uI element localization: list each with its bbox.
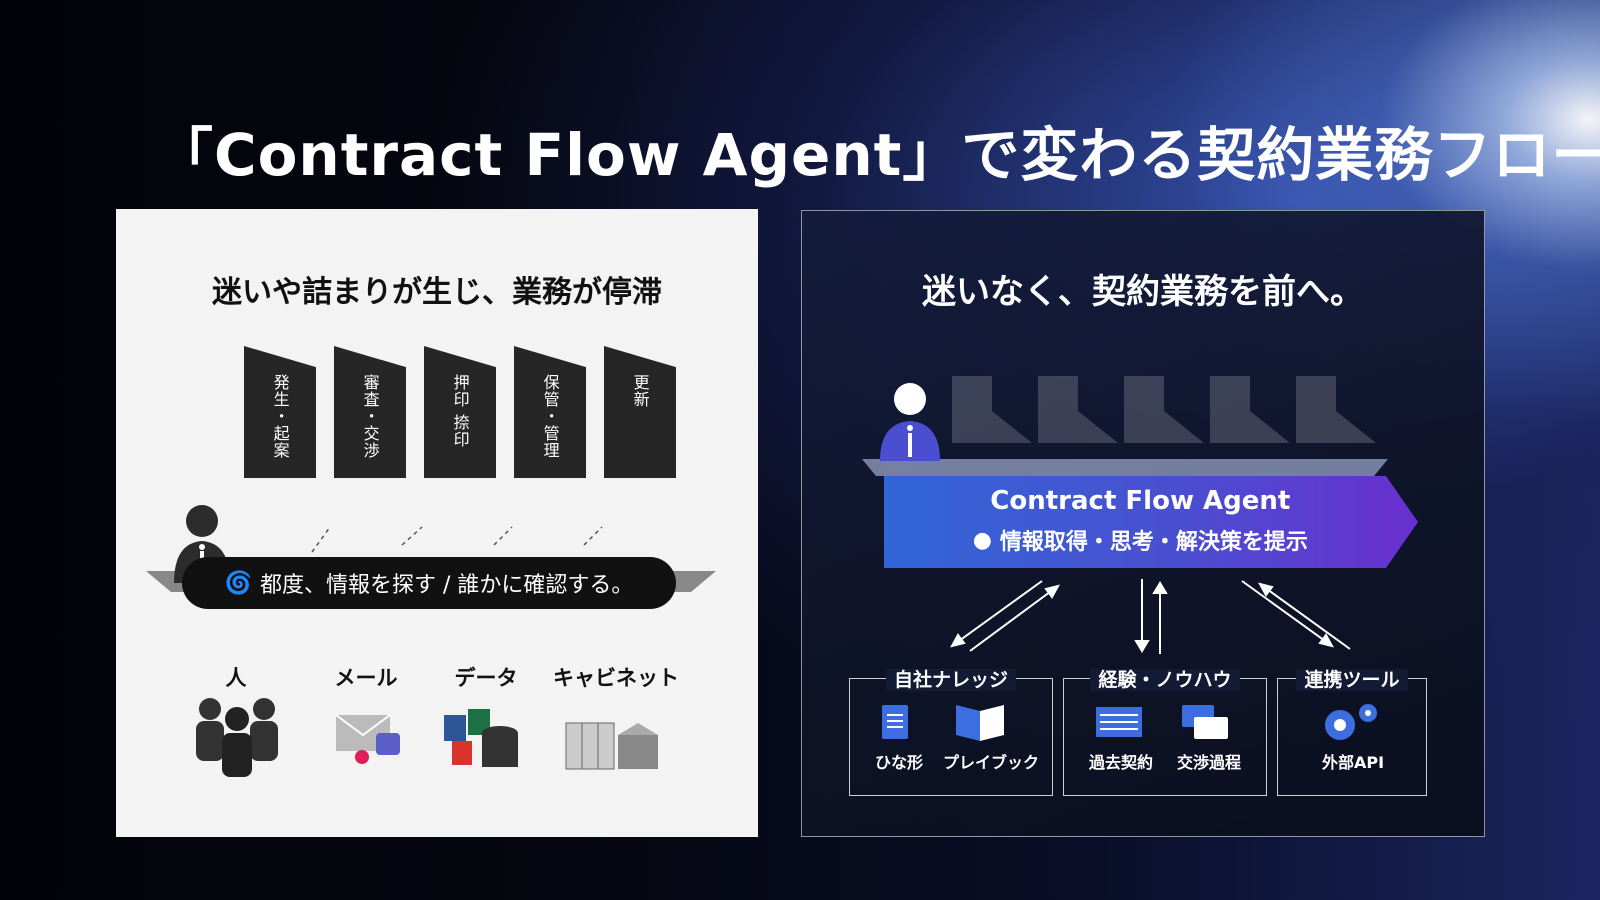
negotiation-label: 交渉過程 (1176, 753, 1241, 772)
stage-card-5: 更新 (604, 346, 676, 478)
api-icons (1325, 704, 1377, 740)
pill-text: 都度、情報を探す / 誰かに確認する。 (260, 573, 634, 598)
agent-subtitle: 情報取得・思考・解決策を提示 (999, 530, 1308, 555)
agent-title: Contract Flow Agent (990, 486, 1291, 516)
data-file-icon (444, 709, 518, 767)
agent-brain-icon: ● (972, 527, 992, 553)
flow-dashes (311, 526, 603, 553)
experience-icons (1096, 705, 1228, 739)
tools-box: 連携ツール 外部API (1277, 669, 1427, 796)
stage-card-4: 保管・管理 (514, 346, 586, 478)
before-heading: 迷いや詰まりが生じ、業務が停滞 (212, 275, 662, 310)
before-panel: 迷いや詰まりが生じ、業務が停滞 (116, 209, 758, 837)
stage-card-1: 発生・起案 (244, 346, 316, 478)
knowledge-box: 自社ナレッジ ひな形 プレイブック (849, 669, 1053, 796)
source-mail: メール (334, 666, 398, 690)
tools-title: 連携ツール (1296, 669, 1408, 691)
knowledge-title: 自社ナレッジ (885, 669, 1016, 691)
stage-3-label-b: 捺印 (450, 414, 470, 448)
playbook-label: プレイブック (942, 753, 1039, 772)
source-people: 人 (225, 666, 247, 690)
cabinet-icon (565, 722, 658, 770)
experience-title: 経験・ノウハウ (1090, 669, 1240, 691)
search-confirm-pill: 🌀 都度、情報を探す / 誰かに確認する。 (182, 557, 676, 609)
contract-flow-agent-banner: Contract Flow Agent ● 情報取得・思考・解決策を提示 (884, 476, 1418, 568)
experience-box: 経験・ノウハウ 過去契約 交渉過程 (1063, 669, 1267, 796)
playbook-icon (956, 705, 980, 741)
after-heading: 迷いなく、契約業務を前へ。 (922, 272, 1364, 312)
platform (862, 459, 1388, 476)
stage-card-2: 審査・交渉 (334, 346, 406, 478)
stage-3-label-a: 押印 (450, 374, 470, 408)
source-cabinet: キャビネット (553, 666, 679, 690)
mail-icon (335, 714, 400, 764)
swirl-icon: 🌀 (224, 570, 252, 596)
source-icons (196, 698, 658, 777)
ghost-stages (952, 376, 1376, 443)
source-data: データ (454, 666, 518, 690)
past-contract-label: 過去契約 (1088, 753, 1153, 772)
page-title: 「Contract Flow Agent」で変わる契約業務フロー (155, 121, 1600, 189)
after-panel: 迷いなく、契約業務を前へ。 (801, 210, 1485, 837)
user-icon (880, 383, 940, 461)
agent-arrows (950, 579, 1351, 654)
after-diagram (862, 376, 1388, 654)
people-icon (196, 698, 278, 777)
template-label: ひな形 (874, 753, 923, 772)
api-label: 外部API (1321, 753, 1385, 772)
stage-card-3: 押印 捺印 (424, 346, 496, 478)
knowledge-icons (882, 705, 1004, 741)
